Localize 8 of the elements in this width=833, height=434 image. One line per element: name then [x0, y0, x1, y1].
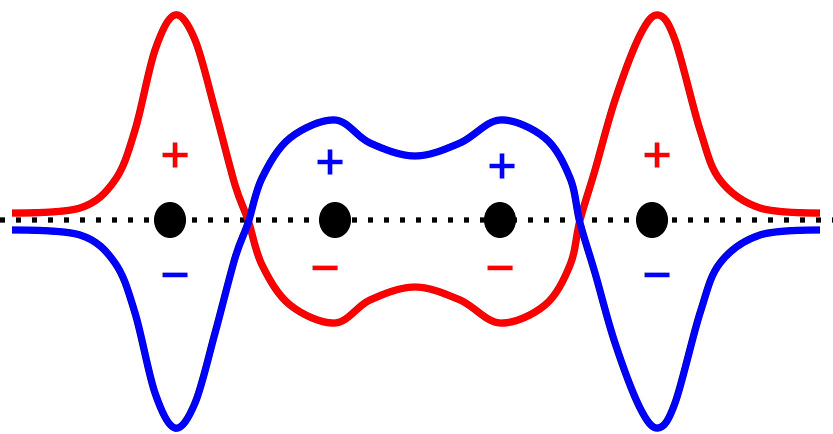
- plus-sign: +: [162, 142, 188, 168]
- minus-sign: −: [488, 266, 512, 270]
- minus-sign: −: [312, 266, 338, 270]
- plus-sign: +: [318, 150, 342, 174]
- plus-sign: +: [644, 142, 670, 168]
- minus-sign: −: [644, 272, 670, 278]
- minus-sign: −: [162, 272, 188, 278]
- plus-sign: +: [490, 154, 514, 178]
